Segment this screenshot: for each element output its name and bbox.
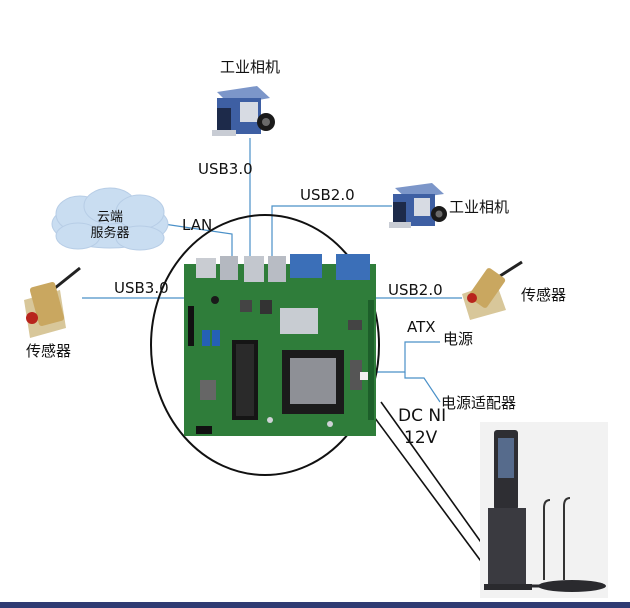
adapter-line (404, 372, 441, 403)
usb30-top-label: USB3.0 (198, 160, 253, 178)
sensor-right-icon (462, 260, 523, 320)
motherboard-callout (150, 214, 499, 569)
power-adapter-label: 电源适配器 (441, 394, 517, 412)
cloud-label-line2: 服务器 (90, 226, 130, 241)
device-stand-image (480, 422, 608, 598)
power-label: 电源 (443, 330, 474, 348)
sensor-right-label: 传感器 (521, 286, 567, 304)
bottom-border (0, 602, 630, 608)
cloud-server-icon (51, 187, 169, 251)
cloud-server-label: 云端 服务器 (70, 210, 150, 242)
camera-right-label: 工业相机 (449, 198, 510, 216)
voltage-label: 12V (404, 428, 438, 448)
atx-label: ATX (407, 318, 436, 336)
lan-line (149, 221, 233, 262)
dc-in-label: DC NI (398, 406, 447, 426)
usb30-left-label: USB3.0 (114, 279, 169, 297)
cloud-label-line1: 云端 (96, 210, 123, 225)
usb20-right-label: USB2.0 (388, 281, 443, 299)
motherboard-image (184, 254, 376, 436)
sensor-left-icon (24, 266, 81, 338)
lan-label: LAN (182, 216, 213, 234)
sensor-left-label: 传感器 (26, 342, 72, 360)
usb20-top-label: USB2.0 (300, 186, 355, 204)
industrial-camera-top-icon (212, 86, 275, 136)
usb20-top-line (271, 205, 392, 262)
power-line (368, 341, 440, 373)
camera-top-label: 工业相机 (220, 58, 281, 76)
industrial-camera-right-icon (389, 183, 447, 228)
